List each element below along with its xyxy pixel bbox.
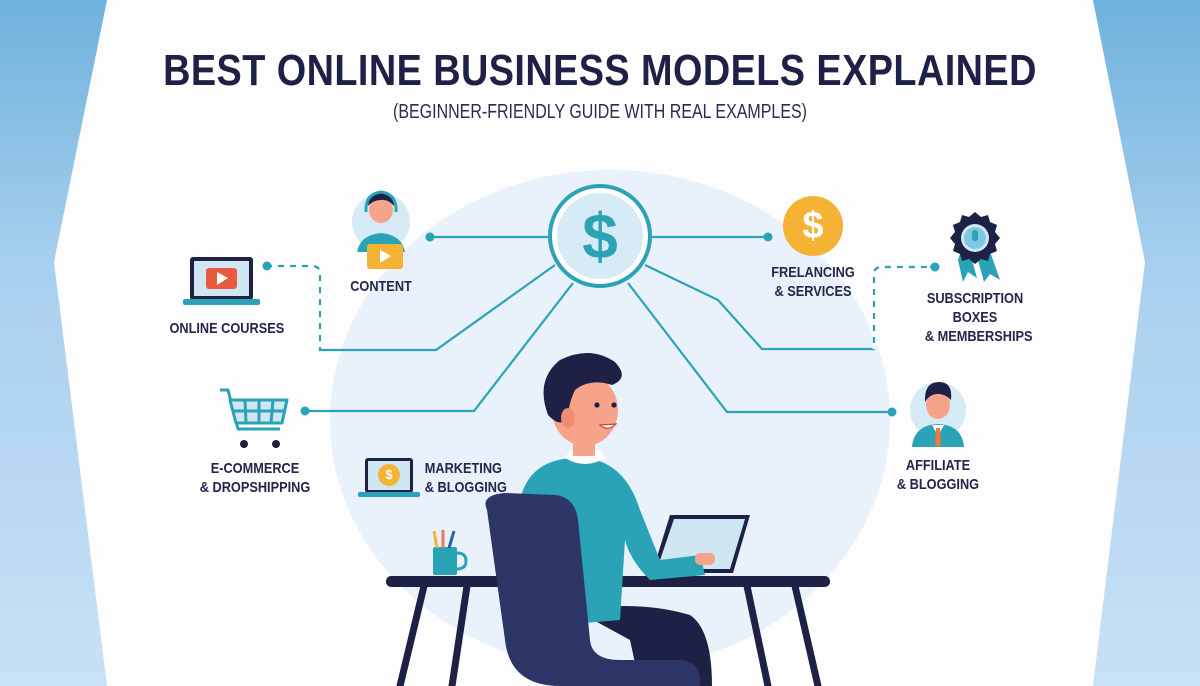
model-label-online-courses: ONLINE COURSES (169, 320, 285, 337)
model-label-subscription: SUBSCRIPTION BOXES & MEMBERSHIPS (924, 290, 1033, 345)
center-dollar-glyph: $ (582, 200, 618, 272)
model-label-affiliate: AFFILIATE & BLOGGING (896, 457, 980, 493)
page-subtitle: (BEGINNER-FRIENDLY GUIDE WITH REAL EXAMP… (393, 101, 807, 123)
page-title: BEST ONLINE BUSINESS MODELS EXPLAINED (163, 46, 1037, 95)
model-label-ecommerce: E-COMMERCE & DROPSHIPPING (199, 460, 311, 496)
model-label-marketing: MARKETING & BLOGGING (424, 460, 507, 496)
model-label-freelancing: FRELANCING & SERVICES (771, 264, 855, 300)
marketing-dollar-glyph: $ (385, 467, 393, 482)
freelancing-dollar-glyph: $ (802, 205, 824, 247)
model-label-content: CONTENT (350, 278, 412, 295)
